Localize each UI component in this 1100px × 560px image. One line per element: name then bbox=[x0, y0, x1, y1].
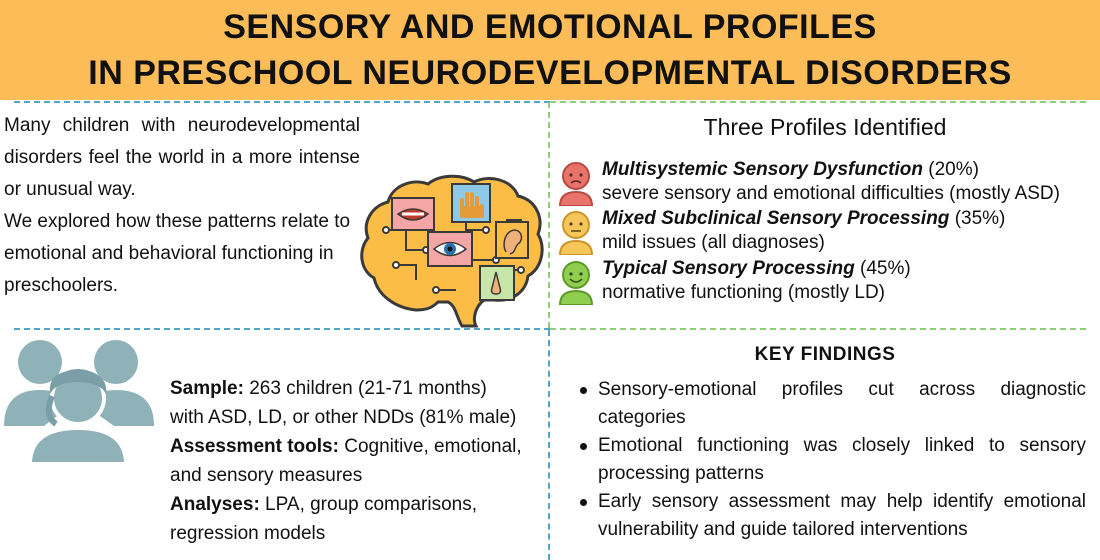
vertical-divider-bottom bbox=[548, 330, 550, 560]
finding-item: Sensory-emotional profiles cut across di… bbox=[576, 376, 1086, 432]
intro-text: Many children with neurodevelopmental di… bbox=[4, 110, 360, 302]
brain-icon bbox=[360, 174, 544, 328]
analyses-label: Analyses: bbox=[170, 494, 260, 515]
profile-name: Mixed Subclinical Sensory Processing bbox=[602, 208, 950, 229]
profile-percent: (45%) bbox=[860, 258, 911, 279]
sample-text: 263 children (21-71 months) bbox=[243, 378, 487, 399]
key-findings-title: KEY FINDINGS bbox=[754, 344, 896, 365]
bullet-icon bbox=[580, 387, 587, 394]
profile-description: normative functioning (mostly LD) bbox=[602, 282, 885, 303]
finding-text: Early sensory assessment may help identi… bbox=[598, 491, 1086, 540]
mouth-icon bbox=[391, 197, 435, 231]
nose-icon bbox=[479, 265, 515, 301]
top-divider-left bbox=[14, 101, 550, 103]
middle-divider-right bbox=[550, 328, 1086, 330]
profile-percent: (35%) bbox=[954, 208, 1006, 229]
analyses-text: LPA, group comparisons, bbox=[259, 494, 477, 515]
middle-divider-left bbox=[14, 328, 550, 330]
key-findings-list: Sensory-emotional profiles cut across di… bbox=[576, 376, 1086, 544]
finding-text: Sensory-emotional profiles cut across di… bbox=[598, 379, 1086, 428]
finding-text: Emotional functioning was closely linked… bbox=[598, 435, 1086, 484]
sample-text-2: with ASD, LD, or other NDDs (81% male) bbox=[170, 407, 517, 428]
analyses-text-2: regression models bbox=[170, 523, 326, 544]
tools-text-2: and sensory measures bbox=[170, 465, 363, 486]
profile-item: Typical Sensory Processing (45%) normati… bbox=[556, 257, 1096, 307]
title-line-1: SENSORY AND EMOTIONAL PROFILES bbox=[223, 8, 877, 46]
intro-paragraph-1: Many children with neurodevelopmental di… bbox=[4, 115, 360, 200]
people-icon bbox=[4, 340, 154, 464]
bullet-icon bbox=[580, 499, 587, 506]
profile-item: Multisystemic Sensory Dysfunction (20%) … bbox=[556, 158, 1096, 208]
sample-label: Sample: bbox=[170, 378, 244, 399]
intro-paragraph-2: We explored how these patterns relate to… bbox=[4, 211, 351, 296]
ear-icon bbox=[495, 221, 529, 259]
finding-item: Emotional functioning was closely linked… bbox=[576, 432, 1086, 488]
profile-name: Multisystemic Sensory Dysfunction bbox=[602, 159, 923, 180]
face-icon bbox=[558, 261, 594, 305]
face-icon bbox=[558, 162, 594, 206]
profile-item: Mixed Subclinical Sensory Processing (35… bbox=[556, 207, 1096, 257]
title-banner: SENSORY AND EMOTIONAL PROFILES IN PRESCH… bbox=[0, 0, 1100, 100]
finding-item: Early sensory assessment may help identi… bbox=[576, 488, 1086, 544]
profile-percent: (20%) bbox=[928, 159, 979, 180]
vertical-divider-top bbox=[548, 102, 550, 328]
profile-description: severe sensory and emotional difficultie… bbox=[602, 183, 1060, 204]
eye-icon bbox=[427, 231, 473, 267]
sample-description: Sample: 263 children (21-71 months) with… bbox=[170, 374, 548, 548]
profiles-title: Three Profiles Identified bbox=[703, 114, 947, 140]
top-divider-right bbox=[550, 101, 1086, 103]
tools-label: Assessment tools: bbox=[170, 436, 339, 457]
bullet-icon bbox=[580, 443, 587, 450]
profile-name: Typical Sensory Processing bbox=[602, 258, 855, 279]
hand-icon bbox=[451, 183, 491, 223]
title-line-2: IN PRESCHOOL NEURODEVELOPMENTAL DISORDER… bbox=[88, 54, 1012, 92]
profile-description: mild issues (all diagnoses) bbox=[602, 232, 825, 253]
face-icon bbox=[558, 211, 594, 255]
tools-text: Cognitive, emotional, bbox=[338, 436, 522, 457]
